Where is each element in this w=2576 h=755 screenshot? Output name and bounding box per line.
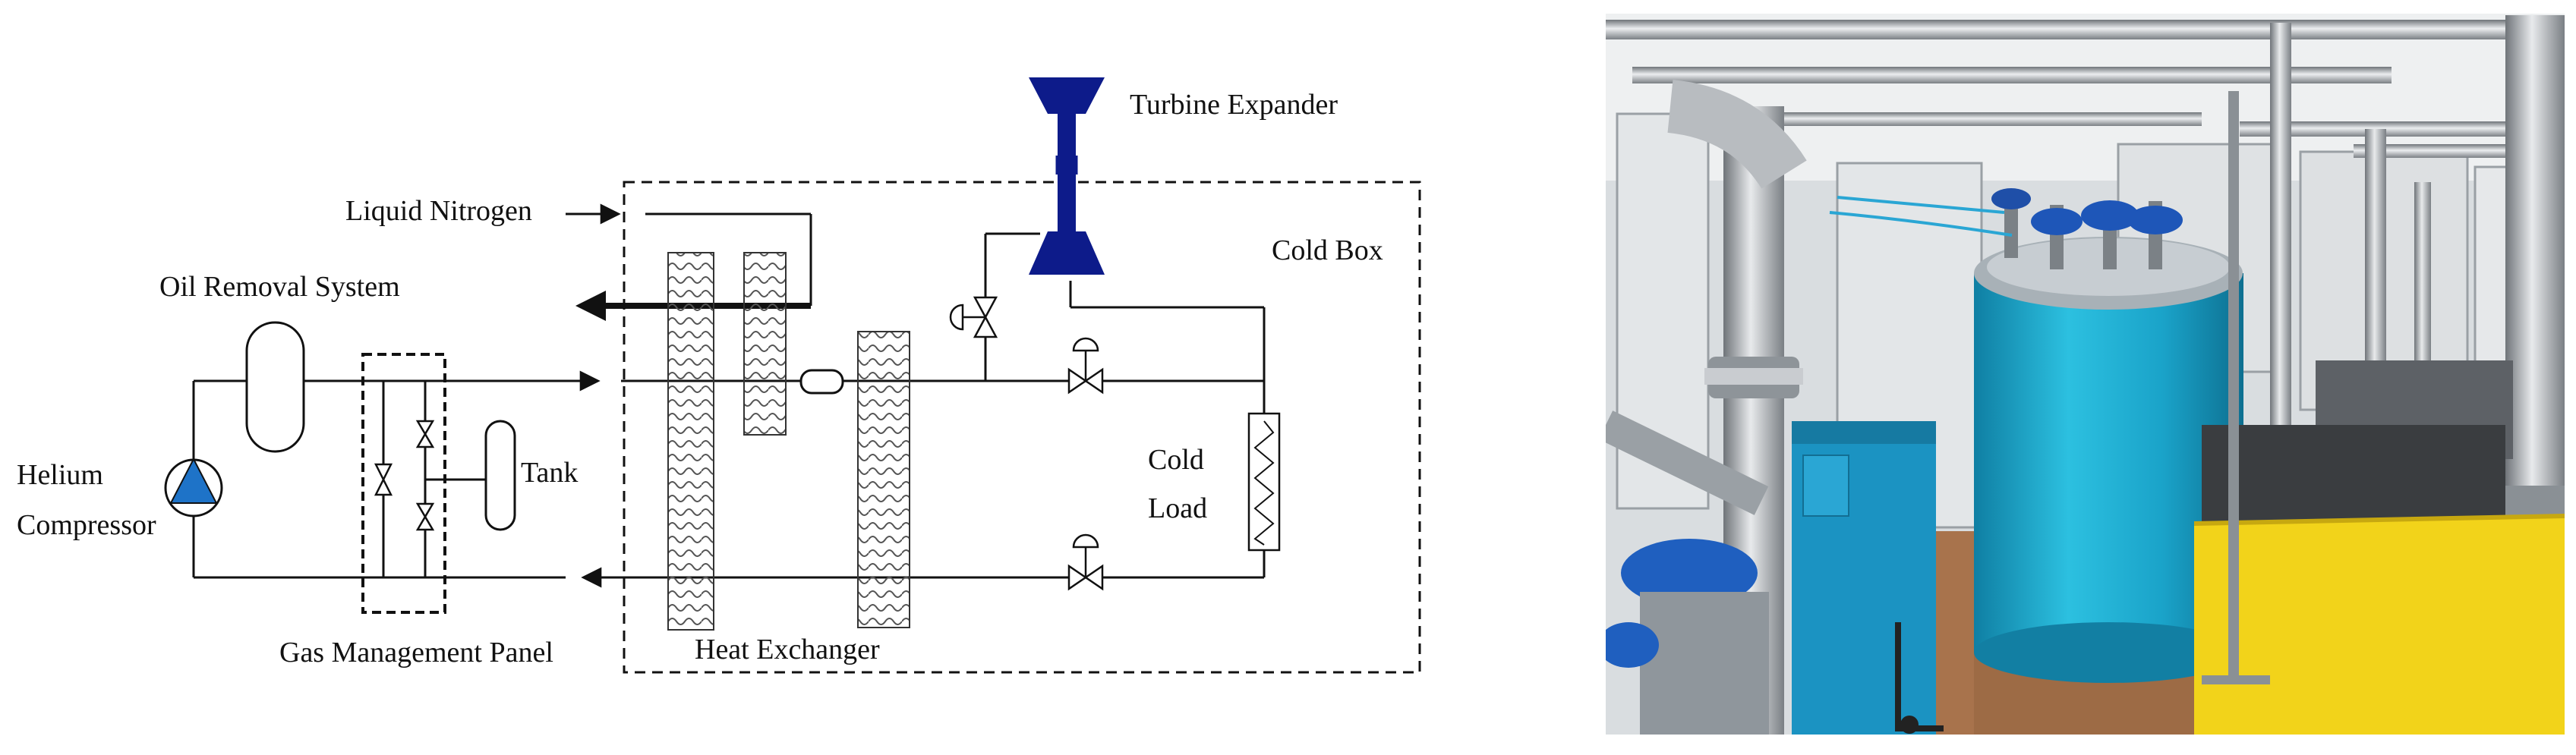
label-oil-removal-system: Oil Removal System <box>159 271 400 303</box>
label-gas-management-panel: Gas Management Panel <box>279 637 553 668</box>
label-liquid-nitrogen: Liquid Nitrogen <box>345 195 532 227</box>
process-lines <box>192 203 1266 588</box>
label-compressor: Compressor <box>17 509 156 541</box>
process-schematic <box>164 181 1421 674</box>
valve-actuators <box>1991 188 2183 269</box>
panel-valves <box>374 420 435 531</box>
turbine-bypass-valve <box>949 296 998 338</box>
label-tank: Tank <box>521 457 578 489</box>
turbine-expander-symbol <box>1029 77 1105 275</box>
filter-capsule <box>799 369 844 395</box>
helium-compressor-symbol <box>164 457 223 517</box>
label-cold-box: Cold Box <box>1272 234 1383 266</box>
control-valve-supply <box>1067 337 1104 395</box>
control-valve-return <box>1067 533 1104 591</box>
heat-exchangers <box>667 252 910 631</box>
heat-exchanger-3 <box>857 331 910 628</box>
heat-exchanger-2 <box>743 252 787 436</box>
label-turbine-expander: Turbine Expander <box>1130 89 1338 121</box>
schematic-labels: Turbine Expander Liquid Nitrogen Cold Bo… <box>17 89 1383 668</box>
facility-photo <box>1606 14 2565 735</box>
heat-exchanger-1 <box>667 252 714 631</box>
label-load: Load <box>1148 492 1207 524</box>
tank-vessel <box>484 420 516 531</box>
cold-box-boundary <box>623 181 1421 674</box>
label-heat-exchanger: Heat Exchanger <box>695 634 880 665</box>
label-helium: Helium <box>17 459 103 491</box>
yellow-platform <box>2194 516 2565 735</box>
oil-removal-vessel <box>245 321 305 453</box>
label-cold: Cold <box>1148 444 1204 476</box>
cold-load-symbol <box>1247 412 1281 552</box>
gas-management-panel-boundary <box>361 353 446 614</box>
